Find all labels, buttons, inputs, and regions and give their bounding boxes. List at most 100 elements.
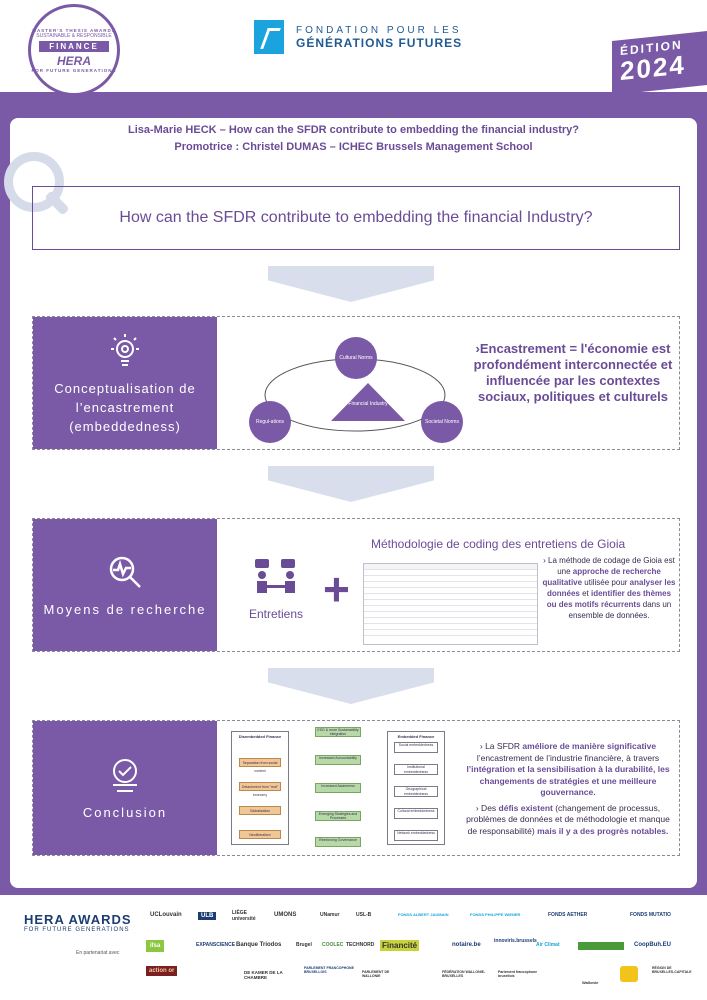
partner-label: En partenariat avec xyxy=(76,950,120,956)
conclusion-diagram: Disembedded Finance Separation from soci… xyxy=(229,725,449,851)
partner-logo: UCLouvain xyxy=(150,912,182,918)
method-text-c: utilisée pour xyxy=(582,578,630,587)
badge-ring-bottom: FOR FUTURE GENERATIONS xyxy=(31,67,117,73)
edition-tag: ÉDITION 2024 xyxy=(612,31,707,95)
section3-title: Conclusion xyxy=(82,804,168,820)
method-text-a: › La méthode de codage de Gioia est une xyxy=(543,556,675,576)
partner-logo: Brugel xyxy=(296,942,312,948)
award-badge: MASTER'S THESIS AWARDS SUSTAINABLE & RES… xyxy=(28,4,120,96)
partner-logo xyxy=(620,966,638,982)
badge-sub: SUSTAINABLE & RESPONSIBLE xyxy=(36,32,112,39)
conclusion-p1: › La SFDR améliore de manière significat… xyxy=(463,741,673,799)
transition-item: Reinforcing Governance xyxy=(315,837,361,847)
section-research: Moyens de recherche Méthodologie de codi… xyxy=(32,518,680,652)
method-text-g: dans un ensemble de données. xyxy=(568,600,672,620)
section-conclusion: Conclusion Disembedded Finance Separatio… xyxy=(32,720,680,856)
section2-header: Moyens de recherche xyxy=(33,519,217,651)
method-text-f: identifier des thèmes ou des motifs récu… xyxy=(546,589,672,609)
concl-p1-d: l’intégration et la sensibilisation à la… xyxy=(466,764,670,797)
partner-logo: COOLEC xyxy=(322,942,344,948)
hera-awards-title: HERA AWARDS xyxy=(24,912,132,927)
transition-item: Emerging Strategies and Processes xyxy=(315,811,361,821)
author-block: Lisa-Marie HECK – How can the SFDR contr… xyxy=(0,122,707,156)
disembedded-title: Disembedded Finance xyxy=(238,734,282,739)
partner-logo: notaire.be xyxy=(452,942,481,948)
disembedded-item: Globalization xyxy=(239,806,281,815)
partner-logo: UNamur xyxy=(320,912,340,918)
embedded-title: Embedded Finance xyxy=(397,734,435,739)
node-regulations: Regul-ations xyxy=(249,401,291,443)
partner-logo xyxy=(578,942,624,950)
section1-header: Conceptualisation de l’encastrement (emb… xyxy=(33,317,217,449)
concl-p2-c: (changement de processus, problèmes de d… xyxy=(466,802,670,836)
partner-logo: UMONS xyxy=(274,912,297,918)
bulb-gear-icon xyxy=(111,333,139,366)
section1-title: Conceptualisation de l’encastrement (emb… xyxy=(54,380,196,434)
hera-awards-sub: FOR FUTURE GENERATIONS xyxy=(24,927,130,933)
badge-ring-top: MASTER'S THESIS AWARDS xyxy=(32,27,116,33)
embedded-item: Geographical embeddedness xyxy=(394,786,438,797)
magnifier-pulse-icon xyxy=(109,556,141,588)
partner-logo: PARLEMENT FRANCOPHONE BRUXELLOIS xyxy=(304,966,354,974)
partner-logo: CoopBuh.EU xyxy=(634,942,671,948)
partner-logo: Air Climat xyxy=(536,942,560,948)
method-title: Méthodologie de coding des entretiens de… xyxy=(371,537,626,551)
partner-logo: FONDS PHILIPPE WIENER xyxy=(470,912,521,917)
section3-header: Conclusion xyxy=(33,721,217,855)
disembedded-item: Neoliberalism xyxy=(239,830,281,839)
section-conceptualisation: Conceptualisation de l’encastrement (emb… xyxy=(32,316,680,450)
partner-logo: ifsa xyxy=(146,940,165,952)
partner-logo: Wallonie xyxy=(582,980,599,985)
embedded-item: Institutional embeddedness xyxy=(394,764,438,775)
hera-awards-logo: HERA AWARDS FOR FUTURE GENERATIONS xyxy=(24,912,132,933)
partner-logo: LIÈGE université xyxy=(232,910,256,922)
research-question: How can the SFDR contribute to embedding… xyxy=(32,186,680,250)
plus-sign: + xyxy=(323,563,350,615)
partner-logo: FONDS ALBERT JAUMAIN xyxy=(398,912,449,917)
embeddedness-diagram: Cultural Norms Regul-ations Societal Nor… xyxy=(243,337,473,443)
edition-year: 2024 xyxy=(620,49,686,87)
partner-logo: USL-B xyxy=(356,912,372,918)
concl-p1-c: l’encastrement de l’industrie financière… xyxy=(476,752,660,763)
embedded-column: Embedded Finance Social embeddedness Ins… xyxy=(387,731,445,845)
node-cultural: Cultural Norms xyxy=(335,337,377,379)
transition-item: Increased Accountability xyxy=(315,755,361,765)
method-description: › La méthode de codage de Gioia est une … xyxy=(541,555,677,621)
disembedded-item: Detachment from "real" economy xyxy=(239,782,281,797)
partner-logo: FONDS AETHER xyxy=(548,912,588,918)
concl-p1-a: › La SFDR xyxy=(479,741,523,751)
partner-logo: EXPANSCIENCE xyxy=(196,942,236,948)
embedded-item: Cultural embeddedness xyxy=(394,808,438,819)
partner-logo: FÉDÉRATION WALLONIE-BRUXELLES xyxy=(442,970,486,978)
check-badge-icon xyxy=(113,758,137,792)
foundation-line1: FONDATION POUR LES xyxy=(296,24,462,36)
interviews-label: Entretiens xyxy=(248,607,304,621)
embedded-item: Network embeddedness xyxy=(394,830,438,841)
partner-logo: Banque Triodos xyxy=(236,942,282,948)
interview-icon xyxy=(255,559,295,593)
foundation-line2: GÉNÉRATIONS FUTURES xyxy=(296,35,463,50)
embeddedness-statement: ›Encastrement = l'économie est profondém… xyxy=(473,341,673,404)
conclusion-text: › La SFDR améliore de manière significat… xyxy=(463,741,673,837)
partner-logo: innoviris.brussels xyxy=(494,938,537,944)
embedded-item: Social embeddedness xyxy=(394,742,438,753)
partner-logo: PARLEMENT DE WALLONIE xyxy=(362,970,390,978)
partner-logo: FONDS MUTATIO xyxy=(630,912,671,918)
foundation-mark-icon xyxy=(254,20,284,54)
foundation-logo: FONDATION POUR LES GÉNÉRATIONS FUTURES xyxy=(254,20,462,54)
concl-p2-a: › Des xyxy=(475,802,499,813)
partner-logo: action or xyxy=(146,966,178,976)
section2-title: Moyens de recherche xyxy=(43,601,207,617)
badge-finance: FINANCE xyxy=(39,40,109,52)
badge-hera: HERA xyxy=(56,53,91,68)
disembedded-item: Separation from social context xyxy=(239,758,281,773)
method-text-d: analyser les données xyxy=(546,578,676,598)
node-societal: Societal Norms xyxy=(421,401,463,443)
gioia-coding-table xyxy=(363,563,538,645)
partner-logo: ULB xyxy=(198,912,217,920)
transition-item: ESG & more Sustainability integration xyxy=(315,727,361,737)
concl-p2-d: mais il y a des progrès notables. xyxy=(537,825,669,836)
author-line1: Lisa-Marie HECK – How can the SFDR contr… xyxy=(127,124,580,136)
author-line2: Promotrice : Christel DUMAS – ICHEC Brus… xyxy=(174,141,533,153)
partner-logo: TECHNORD xyxy=(346,942,375,948)
